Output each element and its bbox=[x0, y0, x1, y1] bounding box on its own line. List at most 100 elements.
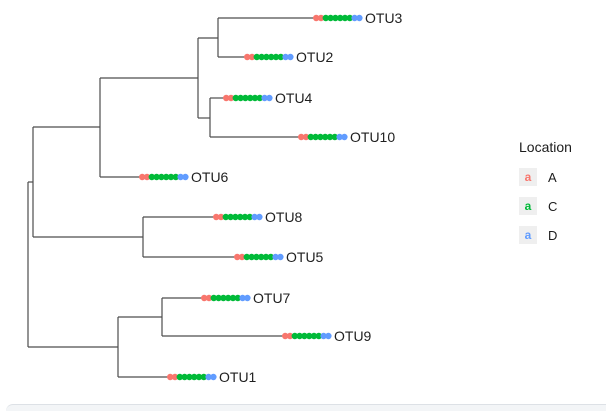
tip-dot-green bbox=[220, 294, 227, 302]
tip-dot-green bbox=[227, 213, 234, 221]
legend-key-swatch: a bbox=[519, 197, 537, 215]
tip-dot-green bbox=[242, 94, 249, 102]
tip-dot-green bbox=[195, 373, 203, 381]
tip-dot-red bbox=[317, 14, 325, 22]
tip-dot-green bbox=[267, 253, 274, 261]
tip-dot-red bbox=[313, 14, 320, 22]
tip-dot-blue bbox=[351, 14, 358, 22]
tip-dot-green bbox=[148, 173, 155, 181]
tip-dot-blue bbox=[320, 332, 327, 340]
tip-dot-green bbox=[237, 213, 244, 221]
tip-dot-green bbox=[291, 332, 298, 340]
tip-dot-blue bbox=[182, 173, 189, 181]
tip-dot-green bbox=[258, 253, 265, 261]
tip-dot-blue bbox=[266, 94, 273, 102]
tip-dot-red bbox=[139, 173, 146, 181]
tip-dot-green bbox=[331, 133, 338, 141]
tip-label-OTU9: OTU9 bbox=[334, 328, 372, 344]
tip-dot-blue bbox=[277, 253, 284, 261]
tip-dot-red bbox=[171, 373, 179, 381]
tip-dot-green bbox=[277, 53, 284, 61]
tip-label-OTU4: OTU4 bbox=[275, 90, 313, 106]
tip-dot-green bbox=[191, 373, 198, 381]
tip-dot-blue bbox=[251, 213, 258, 221]
tip-dot-red bbox=[282, 332, 289, 340]
tip-dot-green bbox=[346, 14, 353, 22]
tip-dot-green bbox=[315, 332, 322, 340]
tip-dot-green bbox=[163, 173, 170, 181]
tip-dot-green bbox=[225, 294, 232, 302]
tip-dot-green bbox=[222, 213, 229, 221]
legend-item-label: C bbox=[548, 198, 558, 214]
tip-dot-green bbox=[306, 332, 313, 340]
tip-dot-green bbox=[326, 133, 334, 141]
tip-dot-green bbox=[167, 173, 175, 181]
tip-dot-green bbox=[186, 373, 193, 381]
tip-dot-blue bbox=[356, 14, 363, 22]
tip-dot-green bbox=[332, 14, 339, 22]
legend-title: Location bbox=[519, 139, 572, 155]
tip-dot-green bbox=[268, 53, 275, 61]
tip-dot-green bbox=[317, 133, 324, 141]
tip-dot-blue bbox=[177, 173, 184, 181]
tip-label-OTU10: OTU10 bbox=[350, 129, 395, 145]
tip-dot-blue bbox=[325, 332, 332, 340]
tip-dot-blue bbox=[287, 53, 294, 61]
legend-key-glyph: a bbox=[524, 170, 532, 184]
tip-dot-green bbox=[247, 94, 254, 102]
tip-dot-red bbox=[248, 53, 256, 61]
tip-dot-green bbox=[172, 173, 179, 181]
legend-key-glyph: a bbox=[524, 228, 532, 242]
tip-dot-green bbox=[253, 253, 260, 261]
tip-dot-green bbox=[181, 373, 188, 381]
tip-dot-blue bbox=[272, 253, 279, 261]
tip-dot-blue bbox=[341, 133, 348, 141]
tip-dot-red bbox=[213, 213, 220, 221]
tip-dot-red bbox=[227, 94, 235, 102]
tip-label-OTU3: OTU3 bbox=[365, 10, 403, 26]
tip-dot-green bbox=[234, 294, 241, 302]
tip-dot-green bbox=[301, 332, 308, 340]
tip-dot-green bbox=[322, 14, 329, 22]
tip-dot-green bbox=[176, 373, 183, 381]
tip-dot-green bbox=[262, 253, 270, 261]
tip-dot-green bbox=[215, 294, 222, 302]
tip-dot-green bbox=[232, 213, 239, 221]
tip-dot-blue bbox=[261, 94, 268, 102]
tip-dot-green bbox=[256, 94, 263, 102]
tip-dot-green bbox=[327, 14, 334, 22]
tip-dot-blue bbox=[210, 373, 217, 381]
tip-dot-blue bbox=[282, 53, 289, 61]
tip-dot-green bbox=[200, 373, 207, 381]
panel-bottom-edge bbox=[6, 404, 606, 411]
tip-dot-blue bbox=[244, 294, 251, 302]
tip-dot-blue bbox=[205, 373, 212, 381]
tip-dot-green bbox=[296, 332, 303, 340]
tip-dot-red bbox=[238, 253, 246, 261]
tip-dot-green bbox=[312, 133, 319, 141]
tip-dot-red bbox=[298, 133, 305, 141]
tip-dot-green bbox=[258, 53, 265, 61]
legend-key-swatch: a bbox=[519, 226, 537, 244]
tip-dot-green bbox=[337, 14, 344, 22]
tip-dot-green bbox=[158, 173, 165, 181]
tip-dot-green bbox=[248, 253, 255, 261]
tip-dot-blue bbox=[336, 133, 343, 141]
tip-dot-green bbox=[232, 94, 239, 102]
tip-dot-red bbox=[167, 373, 174, 381]
tip-dot-green bbox=[251, 94, 259, 102]
tip-label-OTU8: OTU8 bbox=[265, 209, 303, 225]
tip-dot-green bbox=[272, 53, 280, 61]
tip-dot-blue bbox=[256, 213, 263, 221]
tip-dot-red bbox=[244, 53, 251, 61]
tip-dot-red bbox=[302, 133, 310, 141]
tip-dot-green bbox=[246, 213, 253, 221]
tip-label-OTU5: OTU5 bbox=[286, 249, 324, 265]
